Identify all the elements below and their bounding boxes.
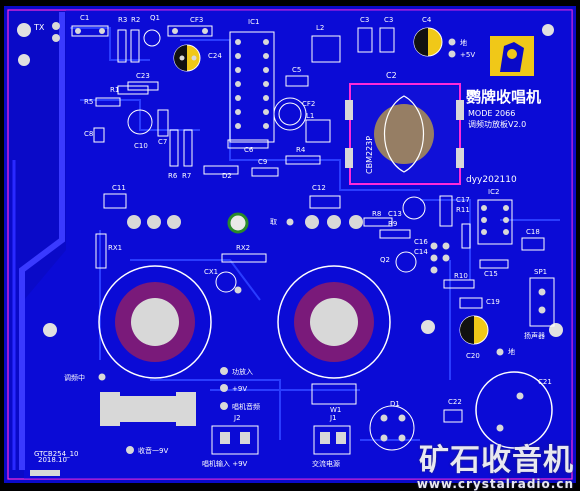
- ref-q2: Q2: [380, 256, 390, 264]
- ref-q1: Q1: [150, 14, 160, 22]
- ref-c13: C13: [388, 210, 402, 218]
- ref-c14: C14: [414, 248, 428, 256]
- volume-pot-left-pins: [127, 215, 181, 229]
- g-label: 地: [508, 347, 515, 356]
- bottom-code-1: GTCB254_10: [34, 450, 79, 458]
- watermark-cn: 矿石收音机: [419, 443, 574, 478]
- ref-r8: R8: [372, 210, 381, 218]
- ref-c22: C22: [448, 398, 462, 406]
- electrolytic-c20: [459, 315, 489, 345]
- power-label-3: 唱机音频: [232, 402, 260, 411]
- ref-c11: C11: [112, 184, 126, 192]
- ground-label: 地: [460, 38, 467, 47]
- ref-rx2: RX2: [236, 244, 250, 252]
- cap-marking: CBM223P: [365, 136, 374, 174]
- ref-r9: R9: [388, 220, 397, 228]
- ref-c16: C16: [414, 238, 428, 246]
- connector-j1[interactable]: [313, 425, 351, 455]
- board-subtitle: 调频功放板V2.0: [468, 119, 526, 129]
- ref-j2: J2: [233, 414, 241, 422]
- bottom-code-2: 2018.10: [38, 456, 67, 464]
- designer-tag: dyy202110: [466, 175, 517, 185]
- d-label: 取: [270, 218, 277, 226]
- tuning-knob-left[interactable]: [98, 265, 212, 379]
- connector-j2[interactable]: [211, 425, 259, 455]
- board-title: 鹦牌收唱机: [465, 88, 541, 106]
- brand-logo: [490, 36, 534, 76]
- ref-ic2: IC2: [488, 188, 499, 196]
- ref-d1: D1: [390, 400, 400, 408]
- ref-c15: C15: [484, 270, 498, 278]
- ref-rx1: RX1: [108, 244, 122, 252]
- ref-c6: C6: [244, 146, 254, 154]
- tx-label: TX: [33, 23, 45, 32]
- freq-label: 调频中: [64, 373, 85, 382]
- ref-c3: C3: [360, 16, 369, 24]
- ref-c23: C23: [136, 72, 150, 80]
- electrolytic-c21: [475, 371, 553, 449]
- ref-r10: R10: [454, 272, 468, 280]
- bridge-rectifier-d1: [369, 405, 415, 451]
- j2-label: 唱机输入 +9V: [202, 459, 248, 468]
- tuning-knob-right[interactable]: [277, 265, 391, 379]
- ref-c12: C12: [312, 184, 326, 192]
- crystal-cf2: [273, 97, 307, 131]
- watermark: 矿石收音机 www.crystalradio.cn: [417, 445, 574, 491]
- ref-c21: C21: [538, 378, 552, 386]
- ref-l1: L1: [306, 112, 314, 120]
- power-label-2: +9V: [232, 385, 247, 393]
- ref-cx1: CX1: [204, 268, 218, 276]
- ref-c4: C4: [422, 16, 432, 24]
- ref-c20: C20: [466, 352, 480, 360]
- ref-r11: R11: [456, 206, 470, 214]
- ref-r1: R1: [110, 86, 119, 94]
- ref-cf2: CF2: [302, 100, 315, 108]
- ref-r2: R2: [131, 16, 140, 24]
- mount-hole-left-top: [17, 23, 31, 37]
- copper-traces: [70, 27, 560, 441]
- volume-pot-right-pins: [305, 215, 363, 229]
- ref-r4: R4: [296, 146, 306, 154]
- ref-c3b: C3: [384, 16, 393, 24]
- ref-d2: D2: [222, 172, 232, 180]
- j1-label: 交流电源: [312, 459, 340, 468]
- ref-c2: C2: [386, 71, 397, 80]
- band-switch[interactable]: [100, 392, 196, 426]
- ref-c24: C24: [208, 52, 222, 60]
- ref-c1: C1: [80, 14, 89, 22]
- ref-cf3: CF3: [190, 16, 203, 24]
- board-model: MODE 2066: [468, 109, 515, 118]
- electrolytic-c24: [173, 44, 201, 72]
- ic1-chip: [229, 31, 275, 143]
- ref-c9: C9: [258, 158, 267, 166]
- electrolytic-c4: [413, 27, 443, 57]
- ref-c18: C18: [526, 228, 540, 236]
- ref-j1: J1: [329, 414, 337, 422]
- ref-c17: C17: [456, 196, 470, 204]
- ref-c10: C10: [134, 142, 148, 150]
- ref-ic1: IC1: [248, 18, 259, 26]
- ref-w1: W1: [330, 406, 341, 414]
- ref-c7: C7: [158, 138, 167, 146]
- sp-label: SP1: [534, 268, 547, 276]
- ref-l2: L2: [316, 24, 324, 32]
- speaker-label: 扬声器: [524, 331, 545, 340]
- ref-c8: C8: [84, 130, 93, 138]
- power-label-1: 功放入: [232, 367, 253, 376]
- ref-r3: R3: [118, 16, 127, 24]
- ref-c19: C19: [486, 298, 500, 306]
- ref-r7: R7: [182, 172, 191, 180]
- ref-r5: R5: [84, 98, 93, 106]
- ref-r6: R6: [168, 172, 178, 180]
- ref-c5: C5: [292, 66, 301, 74]
- v5-label: +5V: [460, 51, 475, 59]
- watermark-url: www.crystalradio.cn: [416, 477, 574, 491]
- ic2-chip: [477, 199, 513, 245]
- radio-label: 收音一9V: [138, 446, 168, 455]
- variable-capacitor-c2: [345, 83, 464, 185]
